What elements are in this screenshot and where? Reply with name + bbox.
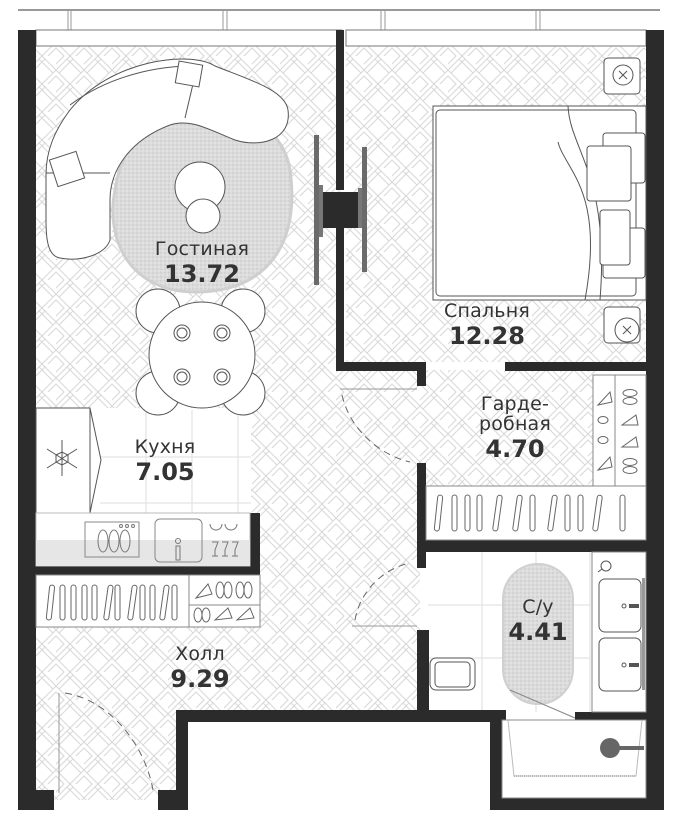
room-label-living: Гостиная 13.72 bbox=[150, 238, 254, 288]
cushion-icon bbox=[48, 150, 86, 188]
living-room-furniture bbox=[45, 58, 294, 294]
shoes-icon bbox=[596, 389, 639, 474]
room-label-kitchen: Кухня 7.05 bbox=[115, 436, 215, 486]
washbasin-icon bbox=[598, 637, 642, 692]
room-label-wardrobe: Гарде- робная 4.70 bbox=[465, 393, 565, 463]
hall-wardrobe bbox=[35, 574, 261, 628]
glasses-icon bbox=[209, 523, 239, 557]
tv-icon bbox=[314, 135, 367, 285]
washbasin-icon bbox=[598, 578, 642, 633]
shoes-icon bbox=[193, 581, 255, 623]
room-area: 12.28 bbox=[449, 321, 525, 350]
doors bbox=[58, 388, 417, 793]
walk-in-wardrobe bbox=[425, 374, 647, 541]
cushion-icon bbox=[174, 60, 204, 88]
room-name: Спальня bbox=[444, 300, 530, 322]
room-label-hall: Холл 9.29 bbox=[150, 643, 250, 693]
toilet-icon bbox=[429, 657, 476, 691]
room-area: 13.72 bbox=[164, 259, 240, 288]
sofa-icon bbox=[45, 58, 289, 260]
window-sill-bedroom bbox=[345, 29, 647, 47]
bed-icon bbox=[432, 105, 647, 301]
room-area: 7.05 bbox=[135, 457, 195, 486]
window-sill-living bbox=[35, 29, 343, 47]
shower-rug bbox=[502, 563, 574, 705]
room-name: Кухня bbox=[134, 436, 196, 458]
room-name: Гостиная bbox=[154, 238, 250, 260]
bathroom-fixtures bbox=[429, 551, 647, 799]
walls bbox=[18, 30, 664, 810]
stove-icon bbox=[84, 521, 140, 558]
room-name-line1: Гарде- bbox=[480, 393, 550, 415]
room-area: 4.41 bbox=[508, 617, 568, 646]
room-area: 9.29 bbox=[170, 664, 230, 693]
window-strip bbox=[18, 9, 660, 30]
room-label-bathroom: С/у 4.41 bbox=[498, 596, 578, 646]
bathtub-icon bbox=[501, 719, 647, 799]
kitchen-furniture bbox=[35, 407, 251, 567]
fridge bbox=[35, 407, 91, 514]
dining-table-icon bbox=[135, 288, 266, 416]
snowflake-icon bbox=[46, 440, 78, 476]
room-name: Холл bbox=[175, 643, 225, 665]
room-area: 4.70 bbox=[485, 434, 545, 463]
room-name-line2: робная bbox=[478, 412, 552, 435]
shower-icon bbox=[600, 738, 620, 758]
room-name: С/у bbox=[522, 596, 554, 618]
nightstand-lamp-icon bbox=[603, 57, 641, 344]
sink-icon bbox=[154, 518, 203, 563]
room-label-bedroom: Спальня 12.28 bbox=[435, 300, 539, 350]
